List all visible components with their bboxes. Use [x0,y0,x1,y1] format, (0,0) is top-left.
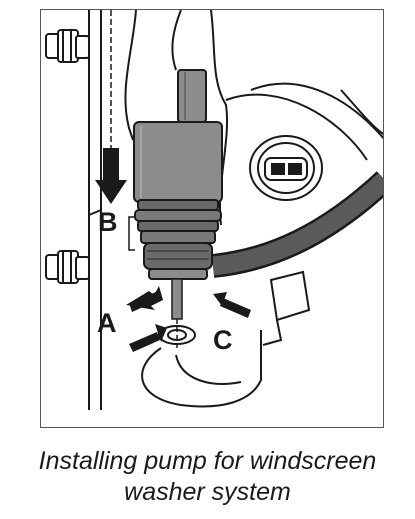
label-b: B [98,207,118,237]
arrow-b [95,10,127,204]
figure-caption: Installing pump for windscreen washer sy… [0,446,415,508]
label-c: C [213,325,233,355]
upper-bolt [45,29,90,63]
lower-bolt [45,250,90,284]
illustration-frame: B A C [40,9,384,428]
leader-lines [128,216,135,251]
caption-line-1: Installing pump for windscreen [38,447,377,475]
pump-illustration: B A C [45,10,383,410]
hose-clip [262,270,311,346]
arrow-a-upper [126,286,163,312]
pump-connector [177,69,207,123]
washer-pump [133,121,223,280]
mounting-panel [88,10,102,410]
label-a: A [97,308,117,338]
connector-socket [249,135,323,201]
pump-outlet [171,278,183,320]
arrow-a-lower [129,324,167,352]
caption-line-2: washer system [124,478,291,506]
arrow-c [213,292,251,318]
